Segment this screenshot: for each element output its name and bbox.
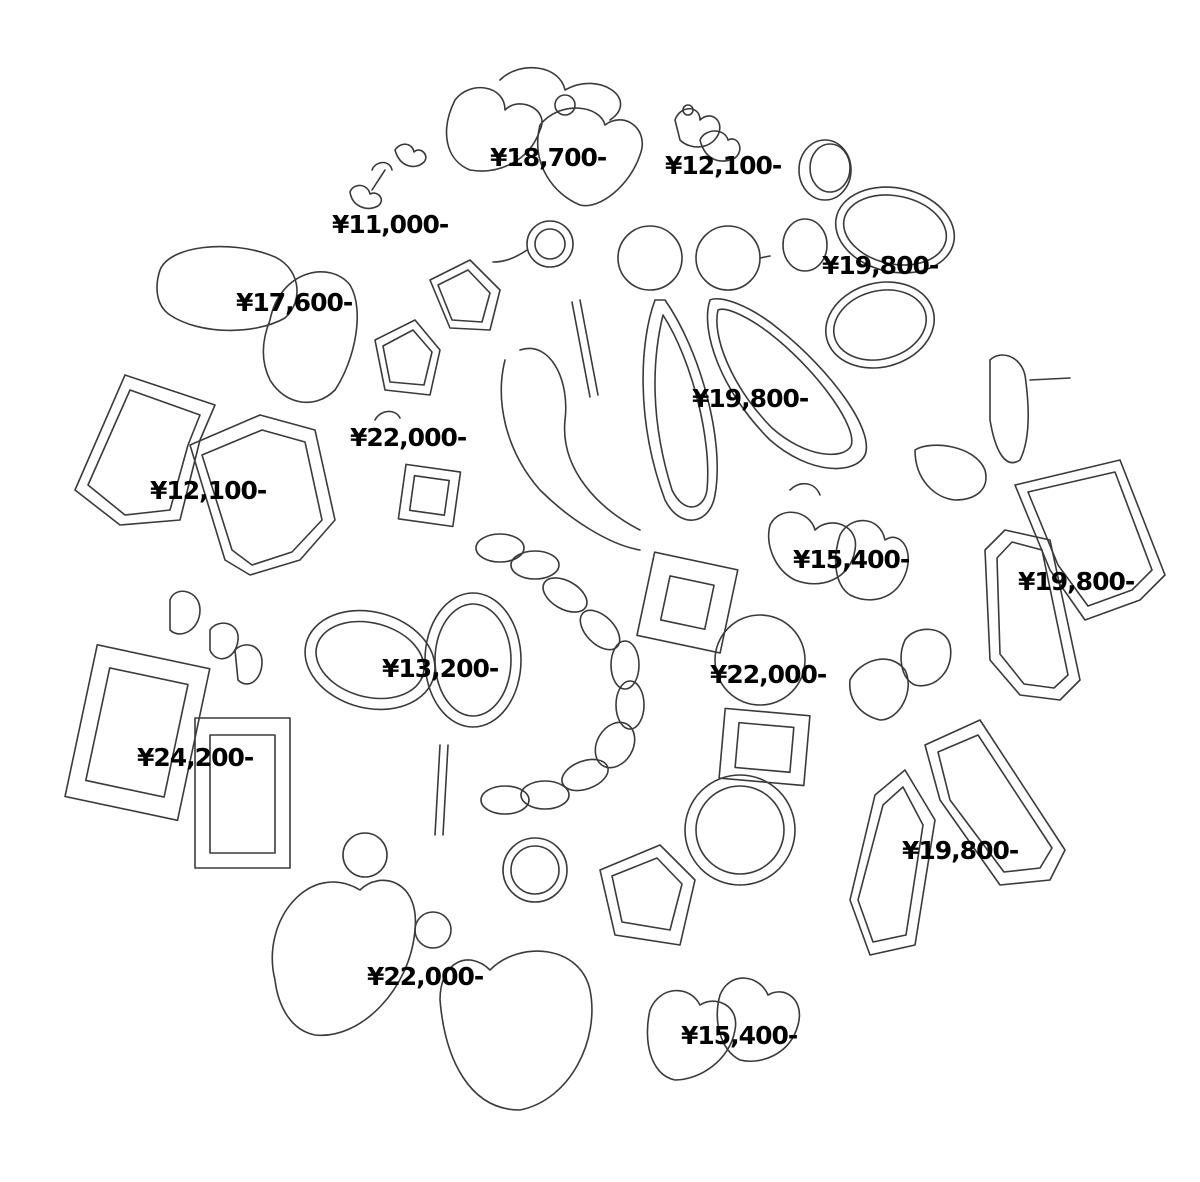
oval-ring-earrings-illustration	[304, 592, 522, 728]
price-label: ¥22,000-	[367, 962, 484, 991]
price-label: ¥11,000-	[332, 210, 449, 239]
price-label: ¥19,800-	[902, 836, 1019, 865]
price-label: ¥12,100-	[665, 151, 782, 180]
mini-heart-earrings-illustration	[646, 977, 801, 1081]
price-label: ¥15,400-	[681, 1021, 798, 1050]
tiny-drop-earrings-illustration	[349, 143, 427, 210]
square-link-bracelet-illustration	[599, 551, 811, 946]
small-heart-earrings-illustration	[768, 482, 910, 601]
oval-hoop-drop-earrings-illustration	[782, 139, 956, 369]
price-label: ¥17,600-	[236, 288, 353, 317]
price-label: ¥19,800-	[822, 251, 939, 280]
price-label: ¥19,800-	[1018, 567, 1135, 596]
price-label: ¥18,700-	[490, 143, 607, 172]
heart-stud-earrings-illustration	[445, 66, 643, 207]
pebble-earrings-illustration	[156, 245, 358, 404]
nugget-necklace-illustration	[374, 220, 641, 551]
price-label: ¥22,000-	[710, 660, 827, 689]
price-label: ¥13,200-	[382, 654, 499, 683]
long-bead-drop-earrings-illustration	[617, 225, 868, 521]
small-charm-earrings-illustration	[674, 104, 741, 162]
price-label: ¥24,200-	[137, 743, 254, 772]
kite-drop-earrings-illustration	[914, 354, 1166, 701]
big-heart-earrings-illustration	[271, 832, 593, 1111]
diamond-drop-earrings-illustration	[849, 628, 1066, 956]
frame-earrings-illustration	[74, 374, 336, 576]
price-label: ¥12,100-	[150, 476, 267, 505]
price-label: ¥15,400-	[793, 545, 910, 574]
chain-bracelet-illustration	[434, 533, 645, 903]
rectangle-drop-earrings-illustration	[64, 590, 291, 869]
price-label: ¥22,000-	[350, 423, 467, 452]
price-label: ¥19,800-	[692, 384, 809, 413]
